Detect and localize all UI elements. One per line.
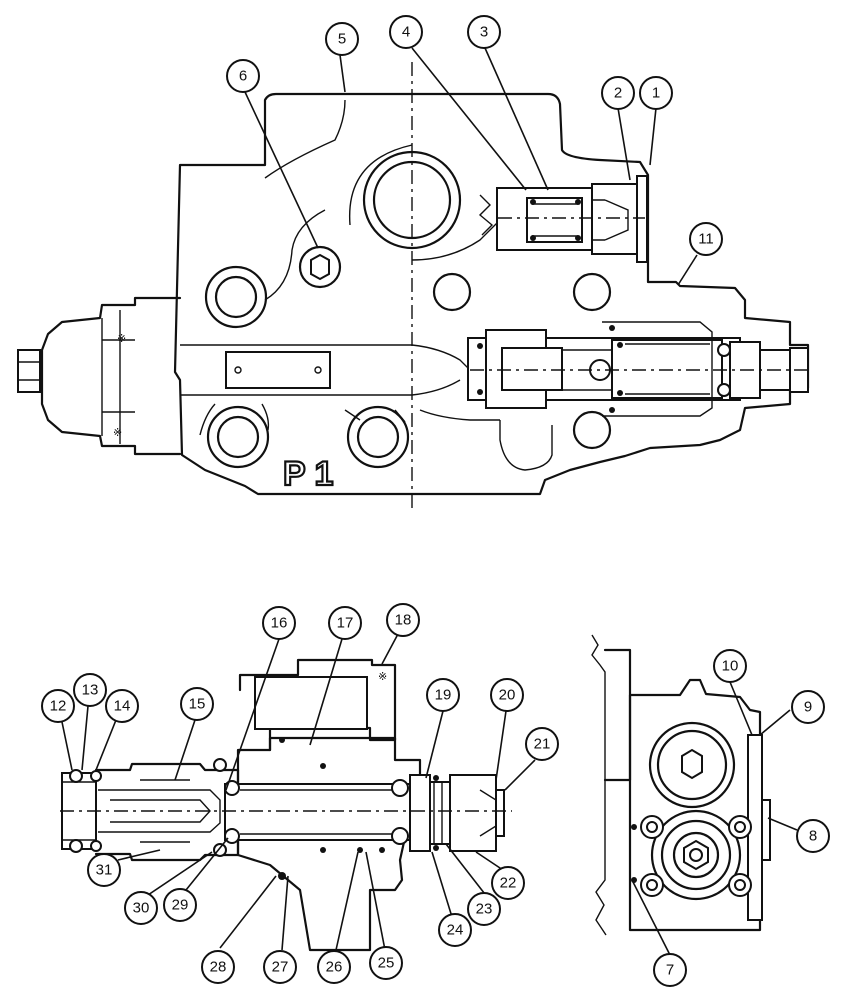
callout-12: 12 [41, 689, 75, 723]
svg-text:29: 29 [172, 897, 189, 914]
callouts: 1 2 3 4 5 6 7 8 9 10 11 12 13 14 15 16 1… [41, 15, 830, 987]
svg-text:16: 16 [271, 615, 288, 632]
callout-20: 20 [490, 678, 524, 712]
callout-16: 16 [262, 606, 296, 640]
svg-text:20: 20 [499, 687, 516, 704]
svg-text:13: 13 [82, 682, 99, 699]
svg-text:8: 8 [809, 828, 817, 845]
valve-end-view [591, 634, 771, 936]
callout-26: 26 [317, 950, 351, 984]
svg-text:30: 30 [133, 900, 150, 917]
svg-text:14: 14 [114, 698, 131, 715]
callout-30: 30 [124, 891, 158, 925]
svg-text:※: ※ [117, 333, 126, 345]
svg-text:23: 23 [476, 901, 493, 918]
callout-27: 27 [263, 950, 297, 984]
callout-11: 11 [689, 222, 723, 256]
callout-2: 2 [601, 76, 635, 110]
callout-5: 5 [325, 22, 359, 56]
callout-10: 10 [713, 649, 747, 683]
svg-text:18: 18 [395, 612, 412, 629]
callout-23: 23 [467, 892, 501, 926]
callout-6: 6 [226, 59, 260, 93]
svg-text:28: 28 [210, 959, 227, 976]
svg-text:9: 9 [804, 699, 812, 716]
svg-text:12: 12 [50, 698, 67, 715]
svg-text:26: 26 [326, 959, 343, 976]
svg-text:※: ※ [113, 427, 122, 439]
callout-29: 29 [163, 888, 197, 922]
leader-lines [61, 47, 798, 956]
valve-body-top-view: ※ ※ [17, 62, 810, 512]
callout-7: 7 [653, 953, 687, 987]
svg-text:15: 15 [189, 696, 206, 713]
svg-text:22: 22 [500, 875, 517, 892]
spool-assembly-section: ※ [60, 658, 512, 952]
callout-31: 31 [87, 853, 121, 887]
callout-17: 17 [328, 606, 362, 640]
svg-text:24: 24 [447, 922, 464, 939]
callout-14: 14 [105, 689, 139, 723]
svg-text:1: 1 [652, 85, 660, 102]
callout-9: 9 [791, 690, 825, 724]
body-marking: P 1 [283, 455, 333, 493]
callout-13: 13 [73, 673, 107, 707]
callout-4: 4 [389, 15, 423, 49]
svg-text:17: 17 [337, 615, 354, 632]
callout-19: 19 [426, 678, 460, 712]
callout-1: 1 [639, 76, 673, 110]
svg-text:7: 7 [666, 962, 674, 979]
callout-18: 18 [386, 603, 420, 637]
callout-21: 21 [525, 727, 559, 761]
svg-text:5: 5 [338, 31, 346, 48]
callout-24: 24 [438, 913, 472, 947]
callout-25: 25 [369, 946, 403, 980]
callout-8: 8 [796, 819, 830, 853]
svg-text:27: 27 [272, 959, 289, 976]
callout-22: 22 [491, 866, 525, 900]
svg-text:21: 21 [534, 736, 551, 753]
svg-text:25: 25 [378, 955, 395, 972]
callout-28: 28 [201, 950, 235, 984]
svg-text:19: 19 [435, 687, 452, 704]
svg-text:11: 11 [698, 231, 714, 248]
svg-text:※: ※ [378, 671, 387, 683]
svg-text:3: 3 [480, 24, 488, 41]
svg-text:31: 31 [96, 862, 113, 879]
callout-15: 15 [180, 687, 214, 721]
svg-text:6: 6 [239, 68, 247, 85]
svg-text:10: 10 [722, 658, 739, 675]
svg-text:4: 4 [402, 24, 410, 41]
svg-text:2: 2 [614, 85, 622, 102]
callout-3: 3 [467, 15, 501, 49]
